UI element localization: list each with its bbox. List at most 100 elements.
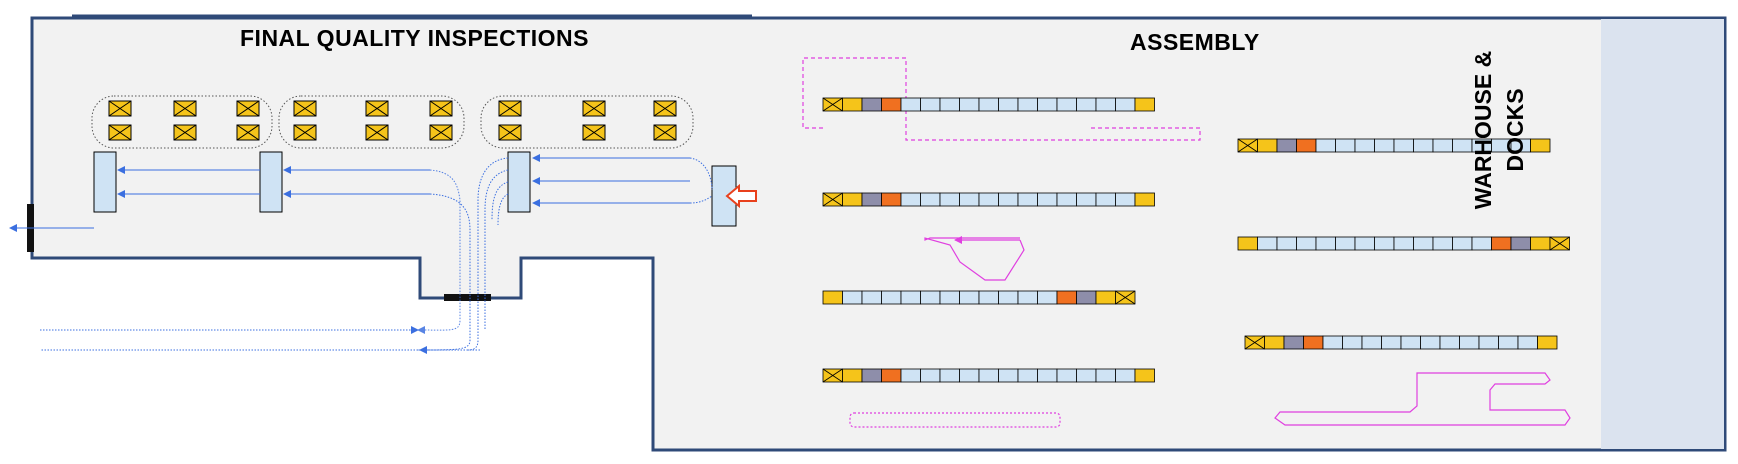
line-station bbox=[1303, 335, 1324, 350]
line-station bbox=[881, 192, 902, 207]
line-station bbox=[1439, 335, 1460, 350]
line-station bbox=[1335, 236, 1356, 251]
line-station bbox=[1315, 236, 1336, 251]
line-station bbox=[842, 290, 863, 305]
line-station bbox=[842, 368, 863, 383]
line-station bbox=[920, 97, 941, 112]
line-station bbox=[1134, 97, 1155, 112]
zone-title-final-quality: FINAL QUALITY INSPECTIONS bbox=[240, 25, 590, 51]
line-station bbox=[1478, 335, 1499, 350]
line-station bbox=[1361, 335, 1382, 350]
line-station bbox=[959, 290, 980, 305]
line-station bbox=[1264, 335, 1285, 350]
line-station bbox=[998, 192, 1019, 207]
line-station bbox=[998, 290, 1019, 305]
line-station bbox=[861, 368, 882, 383]
line-station bbox=[822, 290, 843, 305]
assembly-line-1 bbox=[822, 97, 1155, 112]
line-station bbox=[1530, 138, 1551, 153]
line-station bbox=[998, 368, 1019, 383]
assembly-line-3 bbox=[822, 290, 1136, 305]
line-station bbox=[1315, 138, 1336, 153]
zone-title-assembly: ASSEMBLY bbox=[1130, 29, 1260, 55]
line-station bbox=[1276, 138, 1297, 153]
line-station bbox=[881, 97, 902, 112]
line-station bbox=[978, 192, 999, 207]
line-station bbox=[1420, 335, 1441, 350]
line-station bbox=[842, 192, 863, 207]
buffer-rack-2 bbox=[259, 151, 283, 213]
line-station bbox=[1037, 192, 1058, 207]
line-station bbox=[881, 368, 902, 383]
x-mark-icon bbox=[1244, 335, 1265, 350]
warehouse-title-line1: WARHOUSE & bbox=[1470, 50, 1496, 210]
line-station bbox=[920, 368, 941, 383]
line-station bbox=[1432, 236, 1453, 251]
assembly-line-2 bbox=[822, 192, 1155, 207]
inspection-group-1 bbox=[91, 95, 273, 149]
line-station bbox=[1056, 290, 1077, 305]
line-station bbox=[939, 290, 960, 305]
line-station bbox=[1017, 290, 1038, 305]
line-station bbox=[1432, 138, 1453, 153]
line-station bbox=[1017, 368, 1038, 383]
inspection-group-3 bbox=[480, 95, 694, 149]
assembly-lines bbox=[822, 97, 1570, 383]
line-station bbox=[1076, 368, 1097, 383]
warehouse-title-line2: DOCKS bbox=[1502, 88, 1528, 172]
line-station bbox=[1095, 368, 1116, 383]
line-station bbox=[900, 192, 921, 207]
line-station bbox=[1322, 335, 1343, 350]
line-station bbox=[900, 368, 921, 383]
assembly-line-4 bbox=[822, 368, 1155, 383]
line-station bbox=[939, 97, 960, 112]
line-station bbox=[1257, 138, 1278, 153]
line-station bbox=[1296, 236, 1317, 251]
line-station bbox=[1296, 138, 1317, 153]
line-station bbox=[1381, 335, 1402, 350]
line-station bbox=[1257, 236, 1278, 251]
line-station bbox=[978, 368, 999, 383]
line-station bbox=[959, 368, 980, 383]
line-station bbox=[939, 368, 960, 383]
line-station bbox=[861, 192, 882, 207]
line-station bbox=[1115, 192, 1136, 207]
line-station bbox=[1413, 138, 1434, 153]
line-station bbox=[900, 290, 921, 305]
line-station bbox=[959, 192, 980, 207]
line-station bbox=[959, 97, 980, 112]
line-station bbox=[1537, 335, 1558, 350]
x-mark-icon bbox=[1237, 138, 1258, 153]
line-station bbox=[978, 290, 999, 305]
line-station bbox=[1115, 368, 1136, 383]
line-station bbox=[1095, 192, 1116, 207]
line-station bbox=[1134, 368, 1155, 383]
x-mark-icon bbox=[1115, 290, 1136, 305]
line-station bbox=[1056, 97, 1077, 112]
line-station bbox=[1459, 335, 1480, 350]
line-station bbox=[1276, 236, 1297, 251]
buffer-rack-3 bbox=[507, 151, 531, 213]
line-station bbox=[1095, 290, 1116, 305]
line-station bbox=[978, 97, 999, 112]
line-station bbox=[920, 192, 941, 207]
line-station bbox=[1037, 290, 1058, 305]
line-station bbox=[881, 290, 902, 305]
line-station bbox=[1498, 335, 1519, 350]
line-station bbox=[900, 97, 921, 112]
buffer-rack-1 bbox=[93, 151, 117, 213]
line-station bbox=[1037, 97, 1058, 112]
line-station bbox=[1056, 192, 1077, 207]
line-station bbox=[1354, 138, 1375, 153]
line-station bbox=[861, 290, 882, 305]
line-station bbox=[1342, 335, 1363, 350]
x-mark-icon bbox=[1549, 236, 1570, 251]
line-station bbox=[1374, 138, 1395, 153]
line-station bbox=[1037, 368, 1058, 383]
line-station bbox=[998, 97, 1019, 112]
line-station bbox=[939, 192, 960, 207]
line-station bbox=[842, 97, 863, 112]
line-station bbox=[1354, 236, 1375, 251]
inspection-group-2 bbox=[278, 95, 465, 149]
inbound-arrow-icon bbox=[725, 183, 757, 209]
